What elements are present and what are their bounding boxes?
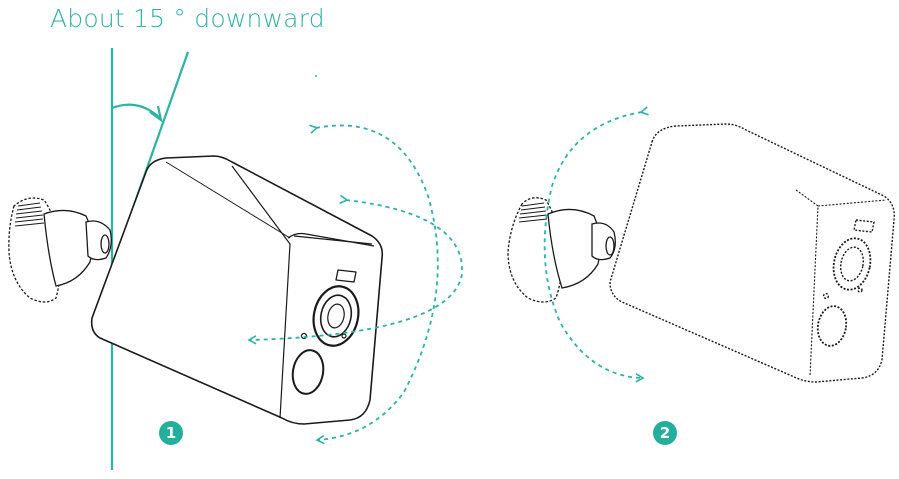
camera-body-2 — [609, 123, 895, 383]
angle-instruction-label: About 15 ° downward — [50, 4, 325, 33]
stray-dot — [315, 75, 317, 77]
step-badge-1: 1 — [159, 421, 183, 445]
wall-mount-1 — [8, 197, 112, 303]
angle-arc-arrow-icon — [111, 103, 163, 123]
wall-mount-2 — [507, 197, 616, 303]
rotation-arrows-2-icon — [543, 106, 649, 383]
camera-body-1 — [90, 155, 384, 425]
step-badge-2: 2 — [653, 421, 677, 445]
rotation-arrows-1-icon — [247, 124, 463, 445]
